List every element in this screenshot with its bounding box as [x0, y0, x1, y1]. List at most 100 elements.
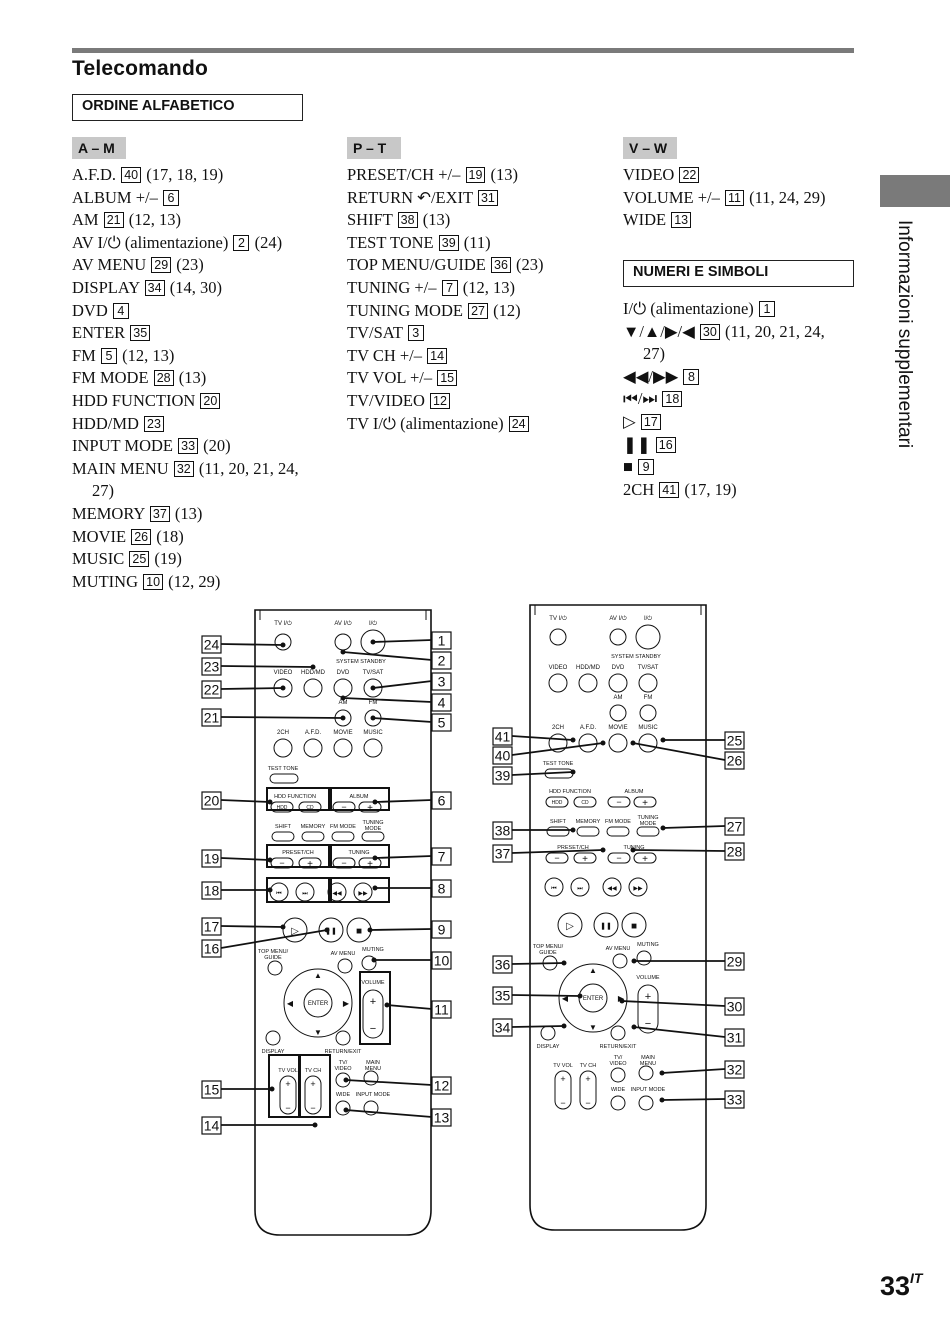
remote-label: + [645, 991, 651, 1003]
entry-name: TV CH +/– [347, 345, 423, 365]
entry-callout-number: 15 [437, 370, 458, 387]
leader-dot [384, 1002, 390, 1008]
entry-callout-number: 9 [638, 459, 655, 476]
play-button [557, 912, 583, 938]
entry-name: MUSIC [72, 549, 125, 569]
callout-number: 15 [204, 1082, 220, 1098]
remote-label: − [370, 1023, 376, 1035]
callout-box [724, 751, 745, 770]
leader-line [511, 849, 604, 854]
entry-name: MEMORY [72, 503, 145, 523]
index-entry: TUNING +/– 7 (12, 13) [347, 277, 544, 300]
leader-dot [660, 737, 666, 743]
index-entry: TV CH +/– 14 [347, 345, 544, 368]
group-highlight-box [359, 971, 391, 1045]
dvd-button [608, 673, 628, 693]
tuning-mode-button [636, 826, 660, 837]
callout-box [492, 955, 513, 974]
afd-button [578, 733, 598, 753]
leader-line [220, 643, 284, 646]
main-menu-button [363, 1070, 379, 1086]
callout-number: 25 [727, 733, 743, 749]
leader-dot [370, 639, 376, 645]
remote-label: − [616, 853, 621, 863]
entry-name: VIDEO [623, 165, 675, 184]
page-number: 33IT [880, 1270, 923, 1301]
entry-name: MOVIE [72, 526, 127, 546]
remote-label: HDD/MD [576, 665, 601, 671]
av-power-button [609, 628, 627, 646]
leader-dot [340, 695, 346, 701]
av-menu-button [612, 953, 628, 969]
remote-label: ▷ [566, 921, 574, 932]
index-entry: MEMORY 37 (13) [72, 503, 299, 526]
remote-label: INPUT MODE [631, 1087, 666, 1093]
entry-callout-number: 37 [149, 505, 170, 522]
entry-page-refs: (20) [199, 436, 231, 456]
leader-dot [561, 1023, 567, 1029]
leader-dot [269, 1086, 275, 1092]
leader-dot [600, 740, 606, 746]
remote-label: MAIN [366, 1060, 380, 1066]
index-entry: MOVIE 26 (18) [72, 526, 299, 549]
entry-page-refs: (18) [152, 526, 184, 546]
side-tab-marker [880, 175, 950, 207]
leader-line [632, 742, 726, 761]
callout-number: 34 [495, 1020, 511, 1036]
memory-button [576, 826, 600, 837]
remote-label: ▼ [589, 1023, 597, 1032]
remote-label: MUTING [637, 942, 659, 948]
entry-page-refs: (11, 20, 21, 24, [720, 321, 825, 341]
group-header-a-m: A – M [72, 137, 126, 159]
remote-label: 2CH [277, 730, 289, 736]
leader-dot [570, 769, 576, 775]
remote-label: RETURN/EXIT [325, 1049, 362, 1055]
callout-number: 31 [727, 1030, 743, 1046]
remote-label: TV VOL [553, 1063, 573, 1069]
callout-number: 37 [495, 846, 511, 862]
leader-line [374, 855, 433, 859]
entry-page-refs: (17, 19) [680, 479, 737, 499]
index-entry: FM 5 (12, 13) [72, 345, 299, 368]
power-button [635, 624, 661, 650]
remote-label: ▷ [291, 926, 299, 937]
afd-button [303, 738, 323, 758]
dvd-button [333, 678, 353, 698]
entry-callout-number: 16 [655, 436, 676, 453]
index-entry: ⏮/⏭ 18 [623, 388, 825, 411]
group-highlight-box [266, 787, 330, 811]
callout-number: 21 [204, 710, 220, 726]
leader-line [220, 665, 314, 668]
entry-name: SHIFT [347, 210, 393, 230]
volume-rocker [637, 984, 659, 1034]
leader-dot [267, 799, 273, 805]
callout-box [431, 1076, 452, 1095]
transport-button [570, 877, 590, 897]
entry-name: MUTING [72, 571, 138, 591]
shift-button [546, 826, 570, 837]
entry-name: TV I/⏻ (alimentazione) [347, 413, 504, 433]
remote-label: 2CH [552, 725, 564, 731]
leader-line [511, 962, 565, 965]
remote-label: HDD FUNCTION [274, 794, 316, 800]
leader-line [633, 1026, 726, 1038]
index-entry: TV/SAT 3 [347, 322, 544, 345]
entry-page-refs: (23) [172, 255, 204, 275]
fm-mode-button [331, 831, 355, 842]
entry-callout-number: 14 [427, 347, 448, 364]
leader-dot [324, 927, 330, 933]
callout-number: 30 [727, 999, 743, 1015]
remote-label: VIDEO [609, 1061, 627, 1067]
group-header-p-t: P – T [347, 137, 401, 159]
entry-page-refs: (19) [150, 549, 182, 569]
return-button [610, 1025, 626, 1041]
leader-dot [280, 685, 286, 691]
index-entry: ALBUM +/– 6 [72, 187, 299, 210]
index-entry: TEST TONE 39 (11) [347, 232, 544, 255]
callout-number: 5 [438, 715, 446, 731]
callout-number: 40 [495, 748, 511, 764]
callout-number: 28 [727, 844, 743, 860]
remote-label: ENTER [583, 996, 604, 1002]
